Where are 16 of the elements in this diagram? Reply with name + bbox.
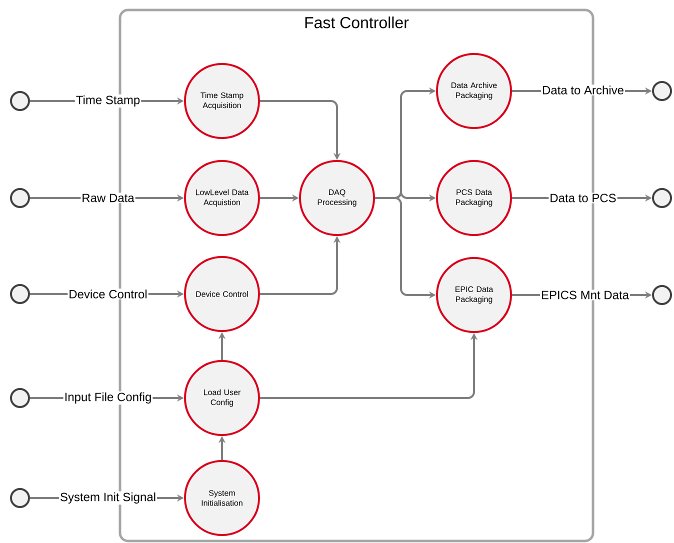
edge-label: Time Stamp bbox=[74, 94, 142, 108]
edge-label: System Init Signal bbox=[58, 491, 158, 505]
terminal-circle bbox=[10, 488, 30, 508]
terminal-circle bbox=[652, 81, 672, 101]
terminal-circle bbox=[10, 284, 30, 304]
edge-label: Input File Config bbox=[63, 391, 153, 405]
terminal-circle bbox=[652, 188, 672, 208]
edge-label: Data to Archive bbox=[541, 84, 626, 96]
terminal-circle bbox=[652, 285, 672, 305]
edge-label: Raw Data bbox=[80, 192, 136, 204]
terminal-circle bbox=[10, 188, 30, 208]
edge-label: Data to PCS bbox=[548, 192, 618, 204]
edge-label: Device Control bbox=[68, 288, 148, 300]
terminal-circle bbox=[10, 388, 30, 408]
edge-label: EPICS Mnt Data bbox=[540, 290, 630, 300]
terminal-circle bbox=[10, 91, 30, 111]
